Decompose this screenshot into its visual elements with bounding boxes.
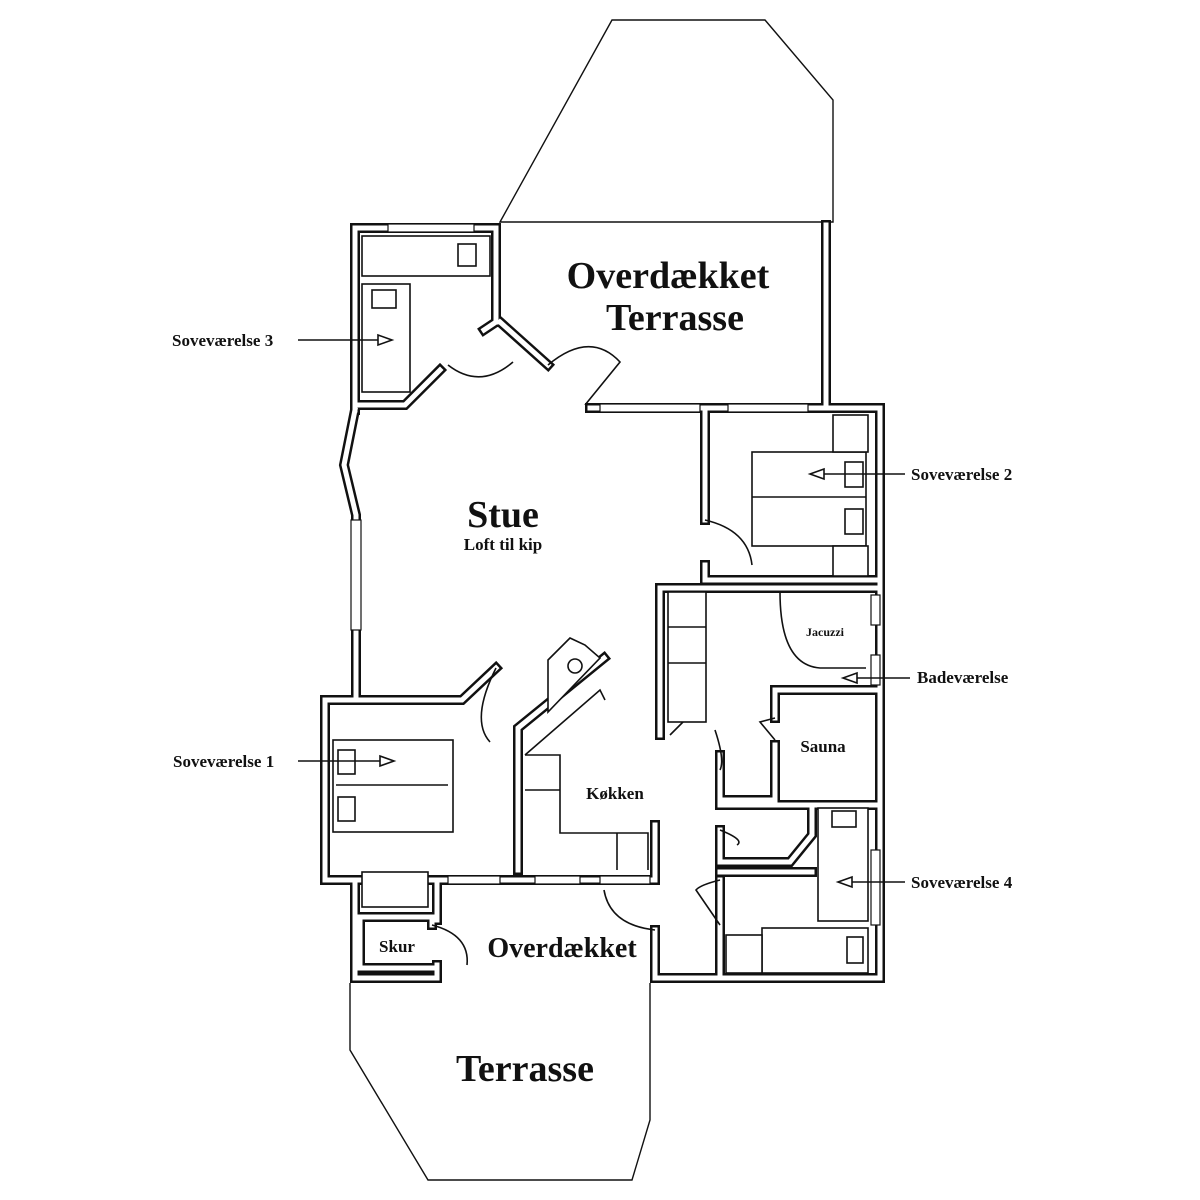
- label-bathroom: Badeværelse: [917, 668, 1009, 687]
- label-bedroom-1: Soveværelse 1: [173, 752, 274, 771]
- leader-arrows: [298, 333, 910, 889]
- label-living-room-note: Loft til kip: [464, 535, 542, 554]
- door-swings: [431, 345, 776, 966]
- label-kitchen: Køkken: [586, 784, 644, 803]
- label-living-room: Stue: [467, 494, 539, 536]
- label-shed: Skur: [379, 937, 415, 956]
- label-covered-terrace-line1: Overdækket: [567, 255, 770, 297]
- label-sauna: Sauna: [800, 737, 846, 756]
- furniture: [332, 235, 869, 974]
- label-covered-terrace-line2: Terrasse: [606, 297, 744, 339]
- label-terrace-bottom: Terrasse: [456, 1048, 594, 1090]
- label-bedroom-3: Soveværelse 3: [172, 331, 273, 350]
- windows: [350, 223, 881, 926]
- label-bedroom-2: Soveværelse 2: [911, 465, 1012, 484]
- label-covered-bottom: Overdækket: [487, 933, 637, 964]
- label-jacuzzi: Jacuzzi: [806, 625, 845, 639]
- label-bedroom-4: Soveværelse 4: [911, 873, 1013, 892]
- terrace-outlines: [349, 19, 834, 1181]
